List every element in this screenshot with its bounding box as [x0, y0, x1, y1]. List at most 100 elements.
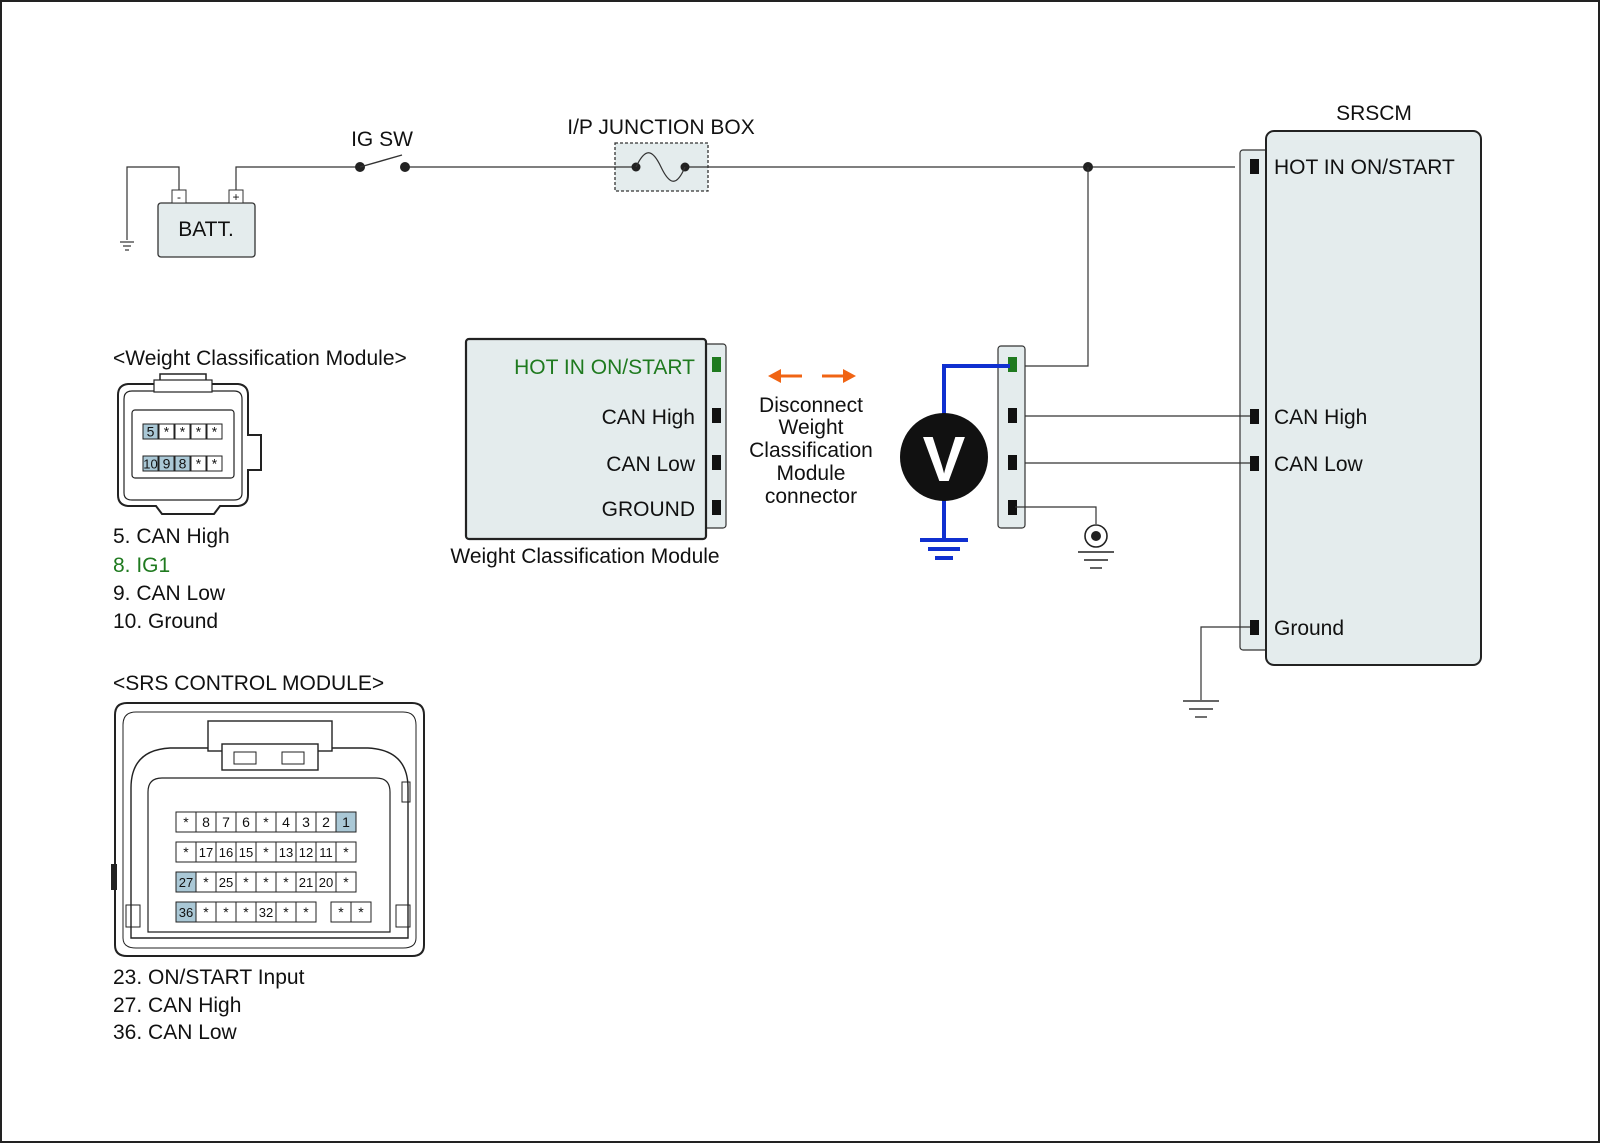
srscm-module: SRSCM HOT IN ON/START CAN High CAN Low G… [1239, 102, 1482, 666]
srs-connector-pin: 12 [295, 841, 317, 863]
srs-connector-pin: 17 [195, 841, 217, 863]
ig-switch-label: IG SW [351, 128, 413, 151]
wcm-connector-pin: * [158, 423, 175, 440]
wcm-pin-ground [712, 500, 721, 515]
wcm-connector-housing [117, 373, 262, 515]
srs-legend-27: 27. CAN High [113, 994, 241, 1017]
wcm-connector-pin-label: * [164, 424, 170, 440]
srs-connector-pin: 6 [235, 811, 257, 833]
instruction-line-3: Classification [749, 439, 873, 462]
wcm-connector-pin: * [206, 455, 223, 472]
wcm-connector-pin: * [190, 455, 207, 472]
instruction-line-2: Weight [779, 416, 844, 439]
srs-connector-pin-label: * [203, 904, 209, 920]
srs-connector-pin-label: * [358, 904, 364, 920]
srs-connector-pin-label: * [223, 904, 229, 920]
wcm-connector-pin-label: 8 [179, 456, 187, 472]
srs-connector-pin: 32 [255, 901, 277, 923]
srscm-pin-ground [1250, 620, 1259, 635]
wcm-legend-9: 9. CAN Low [113, 582, 226, 605]
harness-pin-hot [1008, 357, 1017, 372]
battery-body [157, 202, 256, 258]
srs-connector-pin: * [255, 811, 277, 833]
srs-connector-pin-label: 7 [222, 814, 230, 830]
wcm-connector-pin-label: * [212, 424, 218, 440]
wcm-connector-pin-label: 5 [147, 424, 155, 440]
junction-box: I/P JUNCTION BOX [567, 116, 755, 192]
wcm-connector-row-1: 5**** [142, 423, 223, 440]
srs-connector-pin: 2 [315, 811, 337, 833]
battery-label: BATT. [178, 218, 234, 241]
srs-connector-pin: 11 [315, 841, 337, 863]
srs-connector-pin-label: 3 [302, 814, 310, 830]
srscm-pin-ground-label: Ground [1274, 617, 1344, 640]
battery-minus-terminal [171, 189, 187, 204]
wcm-pin-can-high [712, 408, 721, 423]
srscm-pin-can-low [1250, 456, 1259, 471]
srs-connector-pin: 25 [215, 871, 237, 893]
chassis-ground-symbol [1015, 506, 1114, 569]
battery: - + BATT. [120, 166, 256, 258]
srs-connector-pin: * [255, 841, 277, 863]
srs-connector-pin-label: 17 [199, 845, 213, 860]
srs-connector-pin: 3 [295, 811, 317, 833]
srs-connector-pin: 1 [335, 811, 357, 833]
wcm-pin-can-high-label: CAN High [602, 406, 695, 429]
voltmeter-body [900, 413, 988, 501]
srscm-title: SRSCM [1336, 102, 1412, 125]
srs-legend-23: 23. ON/START Input [113, 966, 305, 989]
srs-legend-36: 36. CAN Low [113, 1021, 238, 1044]
srs-connector-pin-label: 8 [202, 814, 210, 830]
srscm-pin-can-low-label: CAN Low [1274, 453, 1364, 476]
srs-connector-pin: * [175, 811, 197, 833]
disconnect-arrow-icon [768, 369, 856, 383]
harness-connector [997, 345, 1026, 529]
srs-connector-pin: * [175, 841, 197, 863]
srs-connector-pin-label: * [243, 874, 249, 890]
srs-connector-pin: 13 [275, 841, 297, 863]
wcm-pin-hot-label: HOT IN ON/START [514, 356, 695, 379]
srs-connector-pin: * [275, 901, 297, 923]
srs-connector-pin: 7 [215, 811, 237, 833]
srs-connector-pin-label: * [203, 874, 209, 890]
battery-minus-label: - [177, 190, 181, 204]
srs-connector-pin: 36 [175, 901, 197, 923]
wcm-block: HOT IN ON/START CAN High CAN Low GROUND … [450, 337, 727, 568]
ignition-switch: IG SW [351, 128, 413, 172]
harness-pin-can-high [1008, 408, 1017, 423]
srs-connector-pin: * [215, 901, 237, 923]
can-wires [1015, 415, 1250, 464]
voltmeter-label: V [923, 423, 966, 495]
srs-connector-pin-label: 32 [259, 905, 273, 920]
wcm-connector-pin-label: * [196, 424, 202, 440]
srs-connector-pin-label: 25 [219, 875, 233, 890]
wcm-pin-ground-label: GROUND [602, 498, 695, 521]
hot-branch-wire [1012, 162, 1093, 367]
srs-connector-pin: 15 [235, 841, 257, 863]
srs-connector-pin-label: 36 [179, 905, 193, 920]
srs-connector-pin: * [195, 901, 217, 923]
srs-connector-pin: 21 [295, 871, 317, 893]
srscm-pin-can-high-label: CAN High [1274, 406, 1367, 429]
srscm-body [1265, 130, 1482, 666]
wcm-connector-pin: * [206, 423, 223, 440]
battery-plus-label: + [232, 190, 239, 204]
srs-connector-pin-label: * [263, 814, 269, 830]
srs-connector-pin: * [295, 901, 317, 923]
wcm-connector-header: <Weight Classification Module> [113, 347, 407, 370]
battery-ground-symbol [120, 241, 134, 251]
srs-connector-pin: * [335, 841, 357, 863]
srs-connector-header: <SRS CONTROL MODULE> [113, 672, 384, 695]
voltmeter: V [900, 364, 1010, 560]
srs-connector-pin-label: 21 [299, 875, 313, 890]
wcm-connector-pin: 5 [142, 423, 159, 440]
wcm-connector-pin-label: * [196, 456, 202, 472]
harness-connector-body [997, 345, 1026, 529]
wcm-caption: Weight Classification Module [450, 545, 719, 568]
srs-connector-pin-label: 20 [319, 875, 333, 890]
srs-connector-pin: * [195, 871, 217, 893]
wcm-legend-10: 10. Ground [113, 610, 218, 633]
